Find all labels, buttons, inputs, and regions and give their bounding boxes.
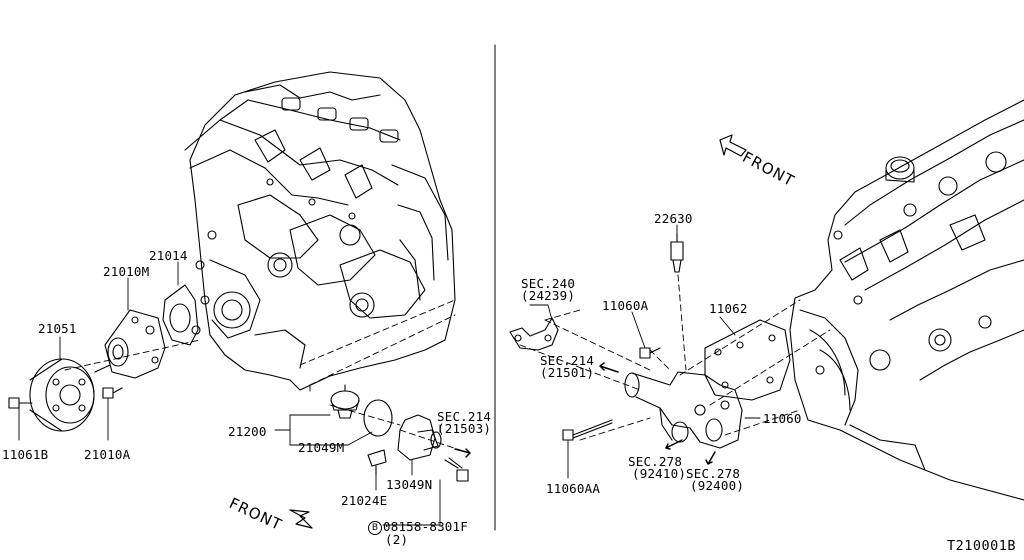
label-11060AA[interactable]: 11060AA	[546, 481, 601, 496]
bracket-sec240	[509, 317, 559, 351]
label-sec214-left-title[interactable]: SEC.214	[437, 409, 492, 424]
arrow-sec214-left	[454, 448, 471, 458]
label-sec214-left-code[interactable]: (21503)	[437, 421, 492, 436]
arrow-sec214-right	[599, 362, 619, 373]
thermostat-21200	[330, 384, 360, 419]
label-21051[interactable]: 21051	[38, 321, 77, 336]
label-sec214-right-title[interactable]: SEC.214	[540, 353, 595, 368]
front-arrow-left	[289, 509, 313, 529]
temp-sensor-22630	[670, 232, 684, 273]
left-guide-lines	[64, 299, 461, 451]
label-sec240-code[interactable]: (24239)	[521, 288, 576, 303]
label-08158-qty: (2)	[385, 532, 409, 547]
label-sec278b-code[interactable]: (92400)	[690, 478, 745, 493]
bolt-11060AA	[562, 419, 613, 441]
label-21010M[interactable]: 21010M	[103, 264, 150, 279]
right-guide-lines	[519, 274, 831, 441]
arrow-sec278a	[665, 439, 683, 450]
label-21014[interactable]: 21014	[149, 248, 188, 263]
label-21049M[interactable]: 21049M	[298, 440, 345, 455]
label-22630[interactable]: 22630	[654, 211, 693, 226]
label-21024E[interactable]: 21024E	[341, 493, 388, 508]
label-sec214-right-code[interactable]: (21501)	[540, 365, 595, 380]
label-11060[interactable]: 11060	[763, 411, 802, 426]
diagram-code: T210001B	[946, 538, 1016, 554]
gasket-21014	[162, 284, 199, 346]
label-21010A[interactable]: 21010A	[84, 447, 131, 462]
bolt-symbol-icon: B	[368, 520, 382, 535]
water-inlet-13049N	[397, 414, 442, 461]
bolt-21010A	[102, 387, 123, 399]
label-08158-code: 08158-8301F	[383, 519, 468, 534]
right-leader-lines	[529, 224, 761, 479]
bolt-11061B	[8, 397, 33, 409]
label-11060A[interactable]: 11060A	[602, 298, 649, 313]
pulley-21051	[29, 358, 95, 432]
label-sec278b-title[interactable]: SEC.278	[686, 466, 741, 481]
water-outlet-11060	[624, 371, 743, 449]
bolt-11060A	[639, 347, 661, 359]
gasket-21049M	[363, 399, 393, 437]
engine-block-left	[184, 71, 456, 391]
label-11061B[interactable]: 11061B	[2, 447, 49, 462]
left-leader-lines	[18, 261, 441, 526]
bolt-08158-8301F	[444, 457, 469, 482]
water-pump-21010M	[94, 309, 166, 379]
label-sec240-title[interactable]: SEC.240	[521, 276, 576, 291]
front-arrow-right	[719, 134, 747, 157]
label-13049N[interactable]: 13049N	[386, 477, 433, 492]
label-11062[interactable]: 11062	[709, 301, 748, 316]
arrow-sec278b	[705, 451, 716, 465]
gasket-11062	[704, 319, 791, 401]
label-21200[interactable]: 21200	[228, 424, 267, 439]
label-sec278a-code[interactable]: (92410)	[632, 466, 687, 481]
label-sec278a-title[interactable]: SEC.278	[628, 454, 683, 469]
clip-21024E	[367, 449, 387, 476]
engine-block-right	[789, 99, 1024, 501]
